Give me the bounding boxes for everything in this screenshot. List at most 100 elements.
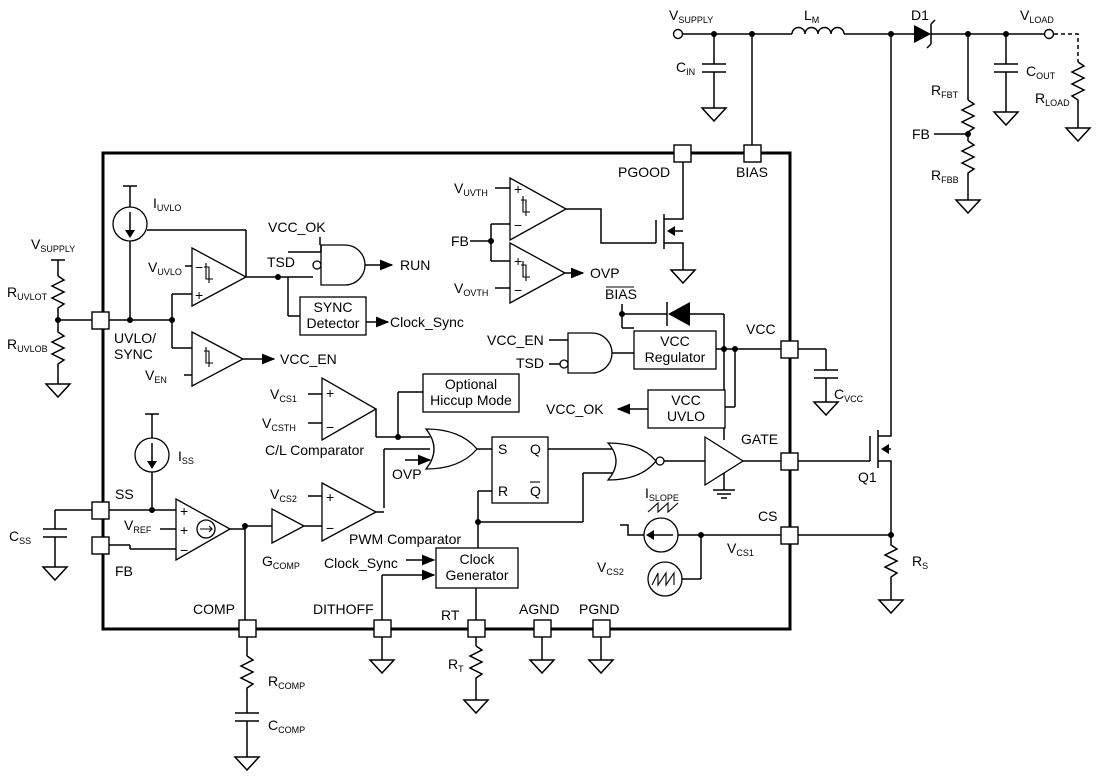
svg-text:+: + xyxy=(195,287,203,303)
pin-pgnd[interactable] xyxy=(592,619,611,638)
vsupply-left-label: VSUPPLY xyxy=(31,236,75,254)
optional-hiccup-label-1: Optional xyxy=(445,376,497,392)
clock-section: Clock Generator Clock_Sync RT xyxy=(324,547,615,715)
svg-text:+: + xyxy=(326,489,334,505)
rs-resistor xyxy=(883,535,899,600)
clock-generator-block xyxy=(435,547,519,589)
run-and-gate xyxy=(320,244,366,286)
cl-comparator xyxy=(321,376,378,442)
pin-cs[interactable] xyxy=(780,526,799,545)
pin-bias-label: BIAS xyxy=(736,164,768,180)
vcs2-label: VCS2 xyxy=(270,486,297,504)
vcc-uvlo-label-1: VCC xyxy=(671,392,701,408)
svg-text:−: − xyxy=(514,217,522,233)
vcsth-label: VCSTH xyxy=(262,415,296,433)
pin-bias[interactable] xyxy=(743,144,762,163)
vcc-uvlo-block xyxy=(647,389,726,429)
pin-vcc-label: VCC xyxy=(746,321,776,337)
rload-resistor xyxy=(1070,61,1086,128)
q1-label: Q1 xyxy=(858,469,877,485)
clock-generator-label-1: Clock xyxy=(459,551,495,567)
pin-uvlo-sync-label-2: SYNC xyxy=(114,346,153,362)
ruvlob-label: RUVLOB xyxy=(7,336,48,354)
ov-comparator xyxy=(509,241,567,305)
vcc-regulator-label-1: VCC xyxy=(660,333,690,349)
rcomp-resistor xyxy=(239,655,255,713)
gcomp-amplifier xyxy=(271,507,306,545)
uvlo-comparator xyxy=(191,246,248,308)
optional-hiccup-block xyxy=(422,373,520,413)
sr-q-label: Q xyxy=(530,441,541,457)
pin-rt[interactable] xyxy=(467,619,486,638)
set-or-gate xyxy=(424,428,478,470)
pin-ss[interactable] xyxy=(91,501,110,520)
vcc-ok-in-label: VCC_OK xyxy=(268,219,326,235)
svg-text:−: − xyxy=(326,520,334,536)
vcc-en-and-gate xyxy=(567,332,613,374)
vload-label: VLOAD xyxy=(1020,7,1054,25)
gcomp-label: GCOMP xyxy=(262,553,300,571)
slope-section: ISLOPE VCS1 VCS2 xyxy=(597,485,781,597)
pin-comp[interactable] xyxy=(238,619,257,638)
pin-uvlo-sync[interactable] xyxy=(91,311,110,330)
error-amp-section: ISS + + − VREF RCOMP CCOMP xyxy=(109,413,305,772)
gate-nor xyxy=(606,442,657,481)
pin-gate[interactable] xyxy=(780,452,799,471)
pin-fb[interactable] xyxy=(91,536,110,555)
vcc-en-comparator xyxy=(191,330,245,388)
uvlo-divider: VSUPPLY RUVLOT RUVLOB xyxy=(7,236,92,399)
ccomp-label: CCOMP xyxy=(268,717,305,735)
ruvlot-resistor xyxy=(50,275,66,320)
vcs1-node-label: VCS1 xyxy=(727,540,754,558)
pin-gate-label: GATE xyxy=(741,431,778,447)
svg-text:+: + xyxy=(326,385,334,401)
sync-detector-block xyxy=(299,296,367,336)
vovth-label: VOVTH xyxy=(454,280,488,298)
rfbb-label: RFBB xyxy=(931,167,959,185)
pin-ss-label: SS xyxy=(115,486,134,502)
sr-latch xyxy=(491,436,549,504)
pin-vcc[interactable] xyxy=(780,340,799,359)
pin-agnd[interactable] xyxy=(533,619,552,638)
rfbb-resistor xyxy=(960,140,976,200)
ic-outline xyxy=(101,151,792,631)
vsupply-top-label: VSUPPLY xyxy=(669,7,713,25)
pwm-comparator-label: PWM Comparator xyxy=(349,531,461,547)
bias-int-label: BIAS xyxy=(605,286,637,302)
cout-label: COUT xyxy=(1026,63,1056,81)
pin-cs-label: CS xyxy=(758,508,777,524)
pin-agnd-label: AGND xyxy=(519,601,559,617)
pin-pgood[interactable] xyxy=(673,144,692,163)
islope-label: ISLOPE xyxy=(645,485,679,503)
rfbt-label: RFBT xyxy=(931,82,959,100)
vuvth-label: VUVTH xyxy=(454,180,488,198)
pin-pgood-label: PGOOD xyxy=(618,164,670,180)
vcc-ok-out-label: VCC_OK xyxy=(546,401,604,417)
pgood-ovp-section: VUVTH + − FB + − VOVTH OVP xyxy=(451,162,697,305)
rt-resistor xyxy=(468,645,484,700)
vuvlo-label: VUVLO xyxy=(148,259,182,277)
pin-uvlo-sync-label-1: UVLO/ xyxy=(114,330,156,346)
run-label: RUN xyxy=(400,257,430,273)
inductor-lm xyxy=(791,26,845,35)
vcc-uvlo-label-2: UVLO xyxy=(667,408,705,424)
clock-sync-out-label: Clock_Sync xyxy=(390,314,464,330)
svg-text:+: + xyxy=(180,503,188,519)
iss-label: ISS xyxy=(178,448,194,466)
d1-label: D1 xyxy=(911,7,929,23)
ruvlot-label: RUVLOT xyxy=(7,284,48,302)
pins xyxy=(91,144,799,638)
sr-r-label: R xyxy=(498,483,508,499)
sync-detector-label-2: Detector xyxy=(307,315,360,331)
iuvlo-label: IUVLO xyxy=(153,195,181,213)
svg-text:−: − xyxy=(514,282,522,298)
svg-text:−: − xyxy=(195,259,203,275)
rload-label: RLOAD xyxy=(1035,90,1070,108)
ovp-out-label: OVP xyxy=(590,265,620,281)
pin-dithoff[interactable] xyxy=(373,619,392,638)
power-stage: VSUPPLY CIN LM D1 VLOAD xyxy=(669,7,1092,428)
ven-label: VEN xyxy=(145,367,167,385)
rt-res-label: RT xyxy=(448,656,464,674)
pwm-comparator xyxy=(321,481,378,543)
clock-sync-in-label: Clock_Sync xyxy=(324,555,398,571)
